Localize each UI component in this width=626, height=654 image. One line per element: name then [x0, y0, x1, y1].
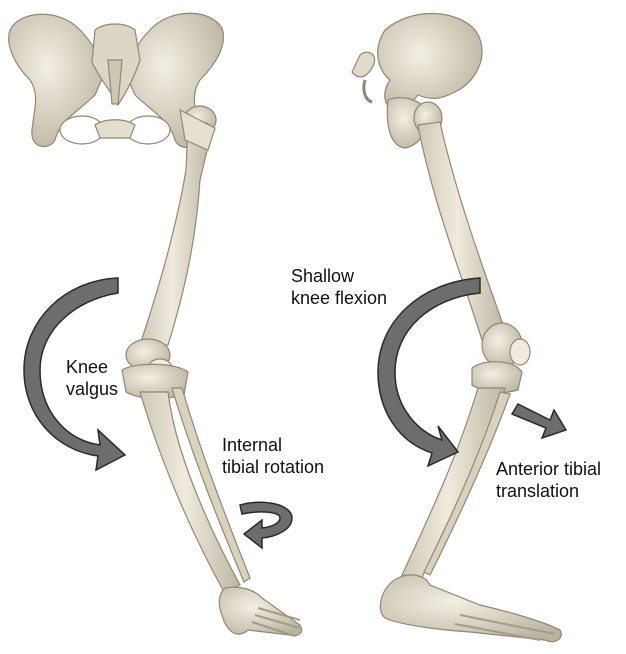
- side-view-skeleton: [352, 14, 561, 642]
- internal-rotation-line2: tibial rotation: [222, 456, 324, 478]
- internal-rotation-arrow: [240, 502, 292, 548]
- anterior-tibial-translation-label: Anterior tibial translation: [496, 458, 601, 502]
- knee-valgus-label: Knee valgus: [66, 356, 118, 400]
- foot-side: [380, 575, 561, 642]
- knee-valgus-line2: valgus: [66, 378, 118, 400]
- tibia-fibula-front: [140, 388, 250, 592]
- knee-flexion-line2: knee flexion: [291, 287, 387, 309]
- internal-tibial-rotation-label: Internal tibial rotation: [222, 434, 324, 478]
- anterior-translation-line1: Anterior tibial: [496, 458, 601, 480]
- knee-valgus-line1: Knee: [66, 356, 118, 378]
- knee-flexion-line1: Shallow: [291, 265, 387, 287]
- anterior-translation-line2: translation: [496, 480, 601, 502]
- internal-rotation-line1: Internal: [222, 434, 324, 456]
- anterior-translation-arrow: [512, 404, 566, 438]
- tibia-side: [402, 388, 510, 582]
- foot-front: [219, 587, 301, 636]
- shallow-knee-flexion-label: Shallow knee flexion: [291, 265, 387, 309]
